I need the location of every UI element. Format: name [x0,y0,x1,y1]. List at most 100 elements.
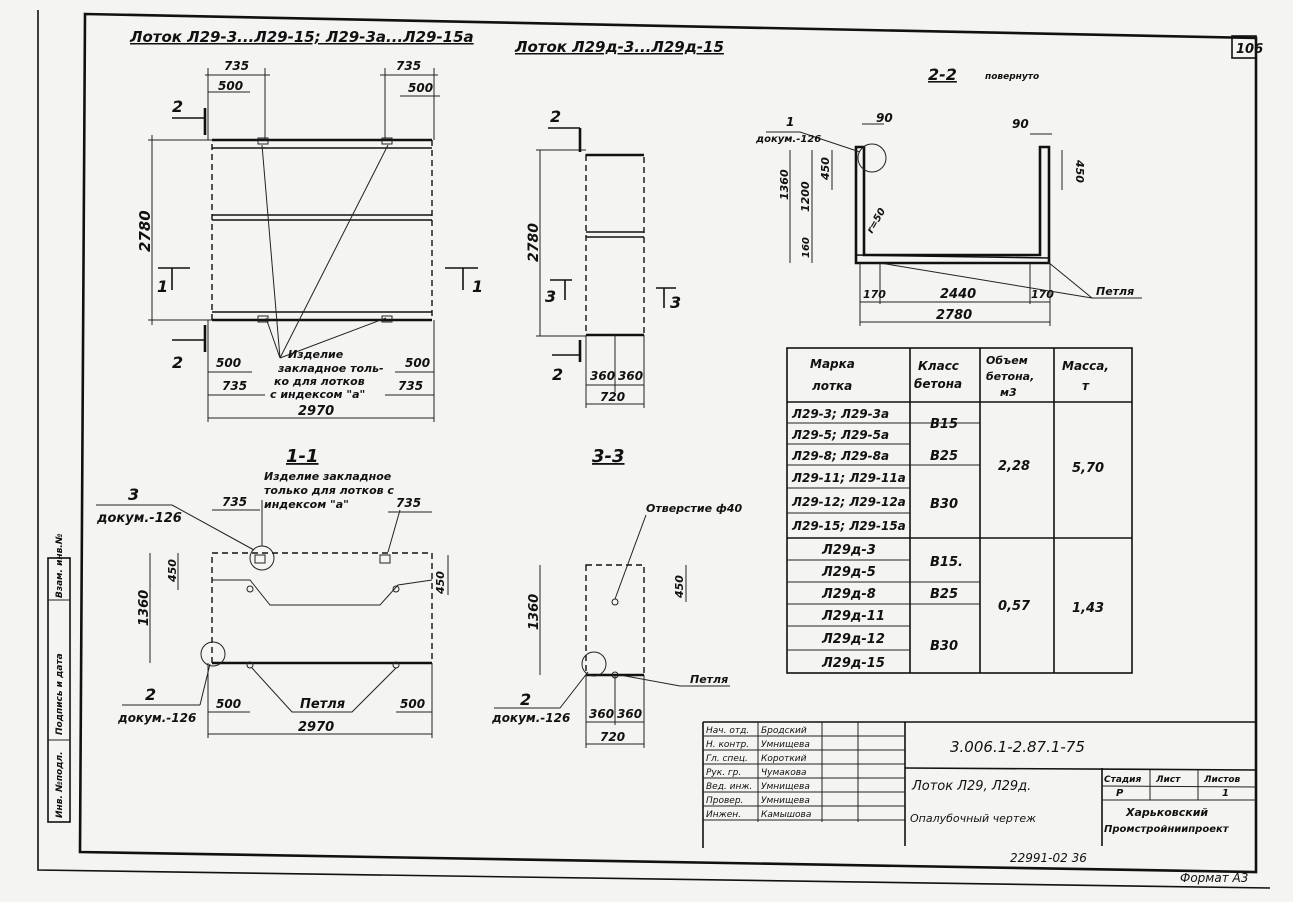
sheet-number-box [1231,35,1257,59]
volume-a: 2,28 [998,459,1030,474]
dim-160: 160 [801,237,812,258]
th-class-1: Класс [918,359,959,373]
th-mass-1: Масса, [1062,359,1109,373]
dim-500-bl: 500 [216,356,241,370]
product-name: Лоток Л29, Л29д. [911,779,1031,794]
dim-735-tl: 735 [224,59,249,73]
s11-note-3: индексом "а" [264,498,349,511]
s11-note-2: только для лотков с [264,484,394,497]
th-mark-1: Марка [810,357,855,371]
dim-2780-s22: 2780 [936,308,972,323]
name-5: Умнищева [761,782,810,792]
role-7: Инжен. [706,810,741,820]
dim-2970-s11: 2970 [298,720,334,735]
class-b25-b: В25 [930,587,958,602]
class-b30-b: В30 [930,639,958,654]
dim-2780-small: 2780 [526,223,542,262]
dim-735-s11-right: 735 [396,496,421,510]
mark-row-11: Л29д-12 [821,632,885,647]
doc-code: 3.006.1-2.87.1-75 [950,738,1085,756]
callout-1-num: 1 [786,115,794,129]
hole-s33 [611,598,619,606]
callout-3-num: 3 [128,485,139,504]
cut-mark-3-right: 3 [670,293,681,312]
dim-360-s33-left: 360 [589,707,614,721]
dim-2970-main: 2970 [298,404,334,419]
embed-plate-bl [257,315,269,323]
section-33-outline [585,564,645,676]
loop-left [246,661,254,669]
dim-450-s33: 450 [673,575,686,599]
name-3: Короткий [761,754,807,764]
cut-mark-3-left: 3 [545,287,556,306]
embed-plate-tl [257,137,269,145]
embed-note-4: с индексом "а" [270,388,365,401]
otverstie-label: Отверстие ф40 [646,502,742,515]
callout-2-s11-num: 2 [145,685,156,704]
th-class-2: бетона [914,377,962,391]
cut-mark-1-left: 1 [157,277,168,296]
dim-170-left: 170 [863,288,886,301]
dim-450-s11-right: 450 [434,571,447,595]
dim-1360-s33: 1360 [527,594,542,630]
dim-500-br: 500 [405,356,430,370]
hole-right [392,585,400,593]
mark-row-6: Л29-15; Л29-15а [791,519,906,533]
sheet-frame [78,12,1258,874]
dim-450-s11-left: 450 [166,559,179,583]
dim-735-br: 735 [398,379,423,393]
dim-90-left: 90 [876,111,893,125]
mark-row-10: Л29д-11 [821,609,885,624]
stage-header: Стадия [1104,775,1141,785]
dim-500-tr: 500 [408,81,433,95]
dim-720-s33: 720 [600,730,625,744]
section-11-outline [211,552,433,664]
mark-row-1: Л29-3; Л29-3а [791,407,889,421]
dim-1200: 1200 [799,181,812,212]
callout-circle-2-s11 [200,641,226,667]
dim-720-small: 720 [600,390,625,404]
side-stamp-replace: Взам. инв.№ [55,533,65,598]
th-vol-1: Объем [986,354,1028,367]
callout-circle-2-s33 [581,651,607,677]
stage-value: Р [1116,788,1124,799]
class-b25-a: В25 [930,449,958,464]
mark-row-8: Л29д-5 [821,565,876,580]
role-3: Гл. спец. [706,754,748,764]
title-section-22: 2-2 [928,65,957,84]
mark-row-5: Л29-12; Л29-12а [791,495,906,509]
class-b30-a: В30 [930,497,958,512]
dim-2780: 2780 [136,210,154,252]
side-stamp-sign: Подпись и дата [55,653,65,735]
callout-2-s33-num: 2 [520,690,531,709]
title-block [702,721,1257,848]
sheet-number: 106 [1236,42,1263,57]
sheet-header: Лист [1155,775,1181,785]
title-section-33: 3-3 [592,446,625,467]
format-label: Формат А3 [1180,871,1248,885]
dim-1360: 1360 [778,169,791,200]
mark-row-3: Л29-8; Л29-8а [791,449,889,463]
name-4: Чумакова [761,768,807,778]
embed-note-2: закладное толь- [277,362,384,375]
embed-note-3: ко для лотков [274,375,365,388]
dim-450-left: 450 [819,157,832,181]
dim-500-s11-right: 500 [400,697,425,711]
name-2: Умнищева [761,740,810,750]
dim-450-right: 450 [1073,159,1086,183]
volume-b: 0,57 [998,599,1031,614]
callout-3-doc: докум.-126 [96,511,182,526]
dim-735-bl: 735 [222,379,247,393]
callout-circle-1 [857,143,887,173]
section-22-profile [854,145,1051,265]
th-vol-3: м3 [1000,386,1017,399]
archive-number: 22991-02 36 [1010,851,1087,865]
dim-500-tl: 500 [218,79,243,93]
th-mark-2: лотка [812,379,852,393]
petlya-s11: Петля [300,697,345,712]
plan-main-outline [211,139,433,321]
dim-90-right: 90 [1012,117,1029,131]
name-6: Умнищева [761,796,810,806]
